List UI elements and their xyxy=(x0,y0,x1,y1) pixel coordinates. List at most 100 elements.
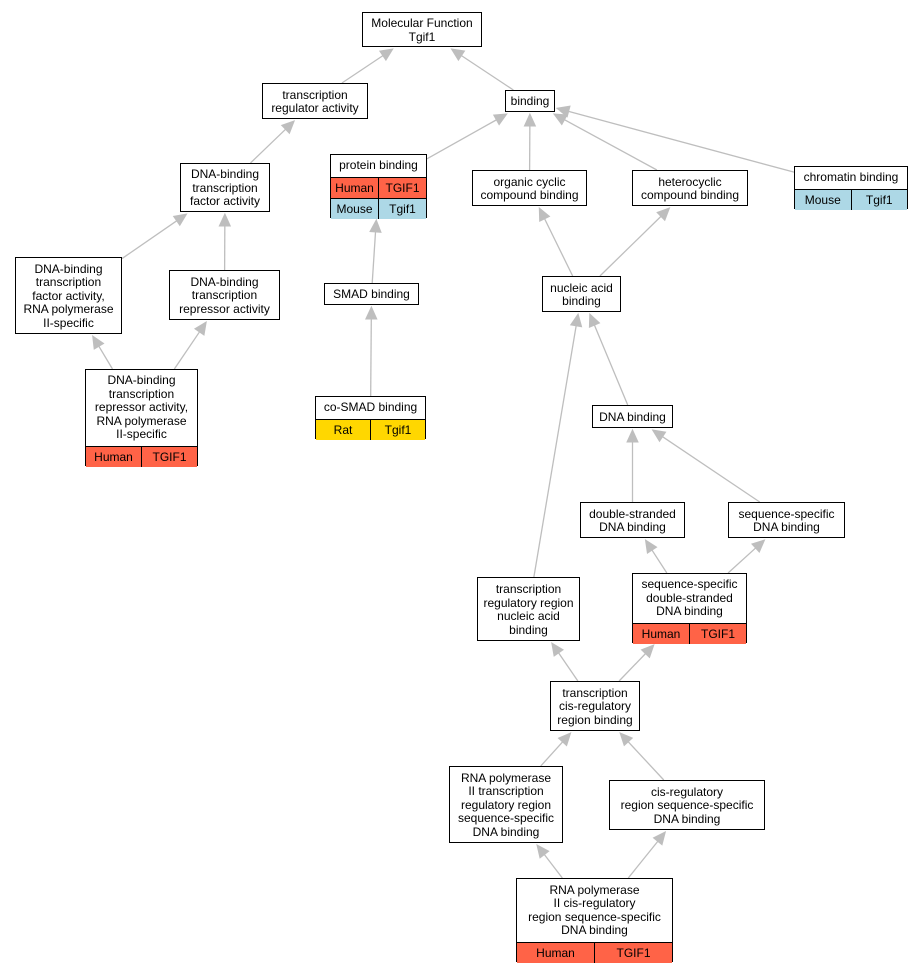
gene-cell: TGIF1 xyxy=(594,943,672,963)
go-term-binding[interactable]: binding xyxy=(505,90,555,112)
go-term-rnap2cis[interactable]: RNA polymerase II cis-regulatory region … xyxy=(516,878,673,963)
arrowhead xyxy=(751,539,766,554)
edge-hcb-to-binding xyxy=(564,119,658,171)
go-term-ssdna[interactable]: sequence-specific DNA binding xyxy=(728,502,845,538)
edge-crssdb-to-tcrrb xyxy=(627,741,665,781)
go-term-label: DNA-binding transcription repressor acti… xyxy=(179,274,270,316)
go-term-label: protein binding xyxy=(339,158,418,173)
annotation-row: Human TGIF1 xyxy=(331,177,426,198)
go-term-label: SMAD binding xyxy=(333,287,410,302)
arrowhead xyxy=(626,428,639,443)
go-term-dbtfa[interactable]: DNA-binding transcription factor activit… xyxy=(180,163,270,212)
edge-ssdsdna-to-dsdna xyxy=(651,549,668,574)
go-term-label: double-stranded DNA binding xyxy=(589,506,676,534)
arrowhead xyxy=(557,732,572,747)
go-term-label: cis-regulatory region sequence-specific … xyxy=(620,784,754,826)
go-term-label: DNA-binding transcription factor activit… xyxy=(23,261,114,330)
annotation-row: Mouse Tgif1 xyxy=(795,189,907,210)
edge-pb-to-binding xyxy=(426,119,497,160)
arrowhead xyxy=(555,105,571,118)
edge-rnap2-to-tcrrb xyxy=(540,741,564,767)
edge-ssdsdna-to-ssdna xyxy=(727,547,757,574)
arrowhead xyxy=(640,644,655,659)
go-term-label: transcription regulatory region nucleic … xyxy=(483,582,574,637)
edge-dbtfa-to-tra xyxy=(250,128,286,164)
go-term-nab[interactable]: nucleic acid binding xyxy=(542,276,621,312)
go-term-dbtra[interactable]: DNA-binding transcription repressor acti… xyxy=(169,270,280,320)
edge-nab-to-hcb xyxy=(599,215,662,277)
arrowhead xyxy=(492,113,508,126)
gene-cell: Tgif1 xyxy=(370,420,425,440)
go-term-crssdb[interactable]: cis-regulatory region sequence-specific … xyxy=(609,780,765,830)
annotation-row: Mouse Tgif1 xyxy=(331,198,426,219)
annotation-row: Rat Tgif1 xyxy=(316,419,425,440)
go-term-label: organic cyclic compound binding xyxy=(480,174,579,202)
go-term-label: DNA-binding transcription repressor acti… xyxy=(94,373,189,442)
go-term-tra[interactable]: transcription regulator activity xyxy=(262,83,368,119)
species-cell: Rat xyxy=(333,423,353,437)
go-term-label: DNA binding xyxy=(599,409,666,424)
edge-smad-to-pb xyxy=(371,231,377,284)
annotation-row: Human TGIF1 xyxy=(633,623,746,644)
arrowhead xyxy=(536,844,550,859)
arrowhead xyxy=(172,213,188,227)
edge-cosmad-to-smad xyxy=(370,318,372,397)
go-term-dbtfa2[interactable]: DNA-binding transcription factor activit… xyxy=(15,257,122,334)
arrowhead xyxy=(450,48,466,62)
gene-cell: TGIF1 xyxy=(378,178,426,198)
edge-chb-to-binding xyxy=(568,110,795,173)
go-term-label: RNA polymerase II transcription regulato… xyxy=(457,770,555,839)
go-term-label: chromatin binding xyxy=(803,170,899,185)
edge-rnap2cis-to-crssdb xyxy=(627,840,659,879)
arrowhead xyxy=(569,312,583,328)
go-term-rnap2[interactable]: RNA polymerase II transcription regulato… xyxy=(449,766,563,843)
arrowhead xyxy=(92,334,105,350)
species-cell: Mouse xyxy=(336,202,373,216)
edge-binding-to-mf xyxy=(461,55,514,91)
go-term-occb[interactable]: organic cyclic compound binding xyxy=(472,170,587,206)
go-term-label: nucleic acid binding xyxy=(550,280,613,308)
go-term-label: Molecular Function Tgif1 xyxy=(371,16,473,44)
edge-tcrrb-to-ssdsdna xyxy=(618,653,646,682)
go-term-dnab[interactable]: DNA binding xyxy=(592,405,673,428)
arrowhead xyxy=(656,207,671,222)
go-term-label: sequence-specific double-stranded DNA bi… xyxy=(641,577,738,619)
go-term-mf[interactable]: Molecular Function Tgif1 xyxy=(362,12,482,47)
go-term-smad[interactable]: SMAD binding xyxy=(324,283,419,305)
arrowhead xyxy=(193,321,207,336)
go-term-hcb[interactable]: heterocyclic compound binding xyxy=(632,170,748,206)
go-term-ssdsdna[interactable]: sequence-specific double-stranded DNA bi… xyxy=(632,573,747,644)
edge-rnap2cis-to-rnap2 xyxy=(543,854,563,879)
go-term-trrnab[interactable]: transcription regulatory region nucleic … xyxy=(477,577,580,641)
edge-dbtra2-to-dbtfa2 xyxy=(98,345,114,370)
arrowhead xyxy=(619,732,634,747)
go-term-label: RNA polymerase II cis-regulatory region … xyxy=(528,882,661,937)
edge-dnab-to-nab xyxy=(593,324,629,406)
go-term-dbtra2[interactable]: DNA-binding transcription repressor acti… xyxy=(85,369,198,467)
gene-cell: Tgif1 xyxy=(850,190,908,210)
go-term-label: binding xyxy=(510,94,550,109)
go-term-dsdna[interactable]: double-stranded DNA binding xyxy=(580,502,685,538)
arrowhead xyxy=(552,113,568,126)
species-cell: Human xyxy=(641,627,681,641)
gene-cell: Tgif1 xyxy=(378,199,426,219)
gene-cell: TGIF1 xyxy=(689,624,746,644)
go-term-label: co-SMAD binding xyxy=(323,400,418,415)
species-cell: Human xyxy=(94,450,133,464)
species-cell: Mouse xyxy=(804,193,841,207)
arrowhead xyxy=(644,538,658,554)
edge-nab-to-occb xyxy=(544,218,574,277)
go-term-tcrrb[interactable]: transcription cis-regulatory region bind… xyxy=(550,681,640,731)
arrowhead xyxy=(365,305,378,320)
go-term-label: DNA-binding transcription factor activit… xyxy=(189,167,261,209)
edge-dbtfa2-to-dbtfa xyxy=(121,220,178,260)
go-term-label: transcription cis-regulatory region bind… xyxy=(557,685,633,727)
species-cell: Human xyxy=(335,181,374,195)
arrowhead xyxy=(538,206,551,222)
